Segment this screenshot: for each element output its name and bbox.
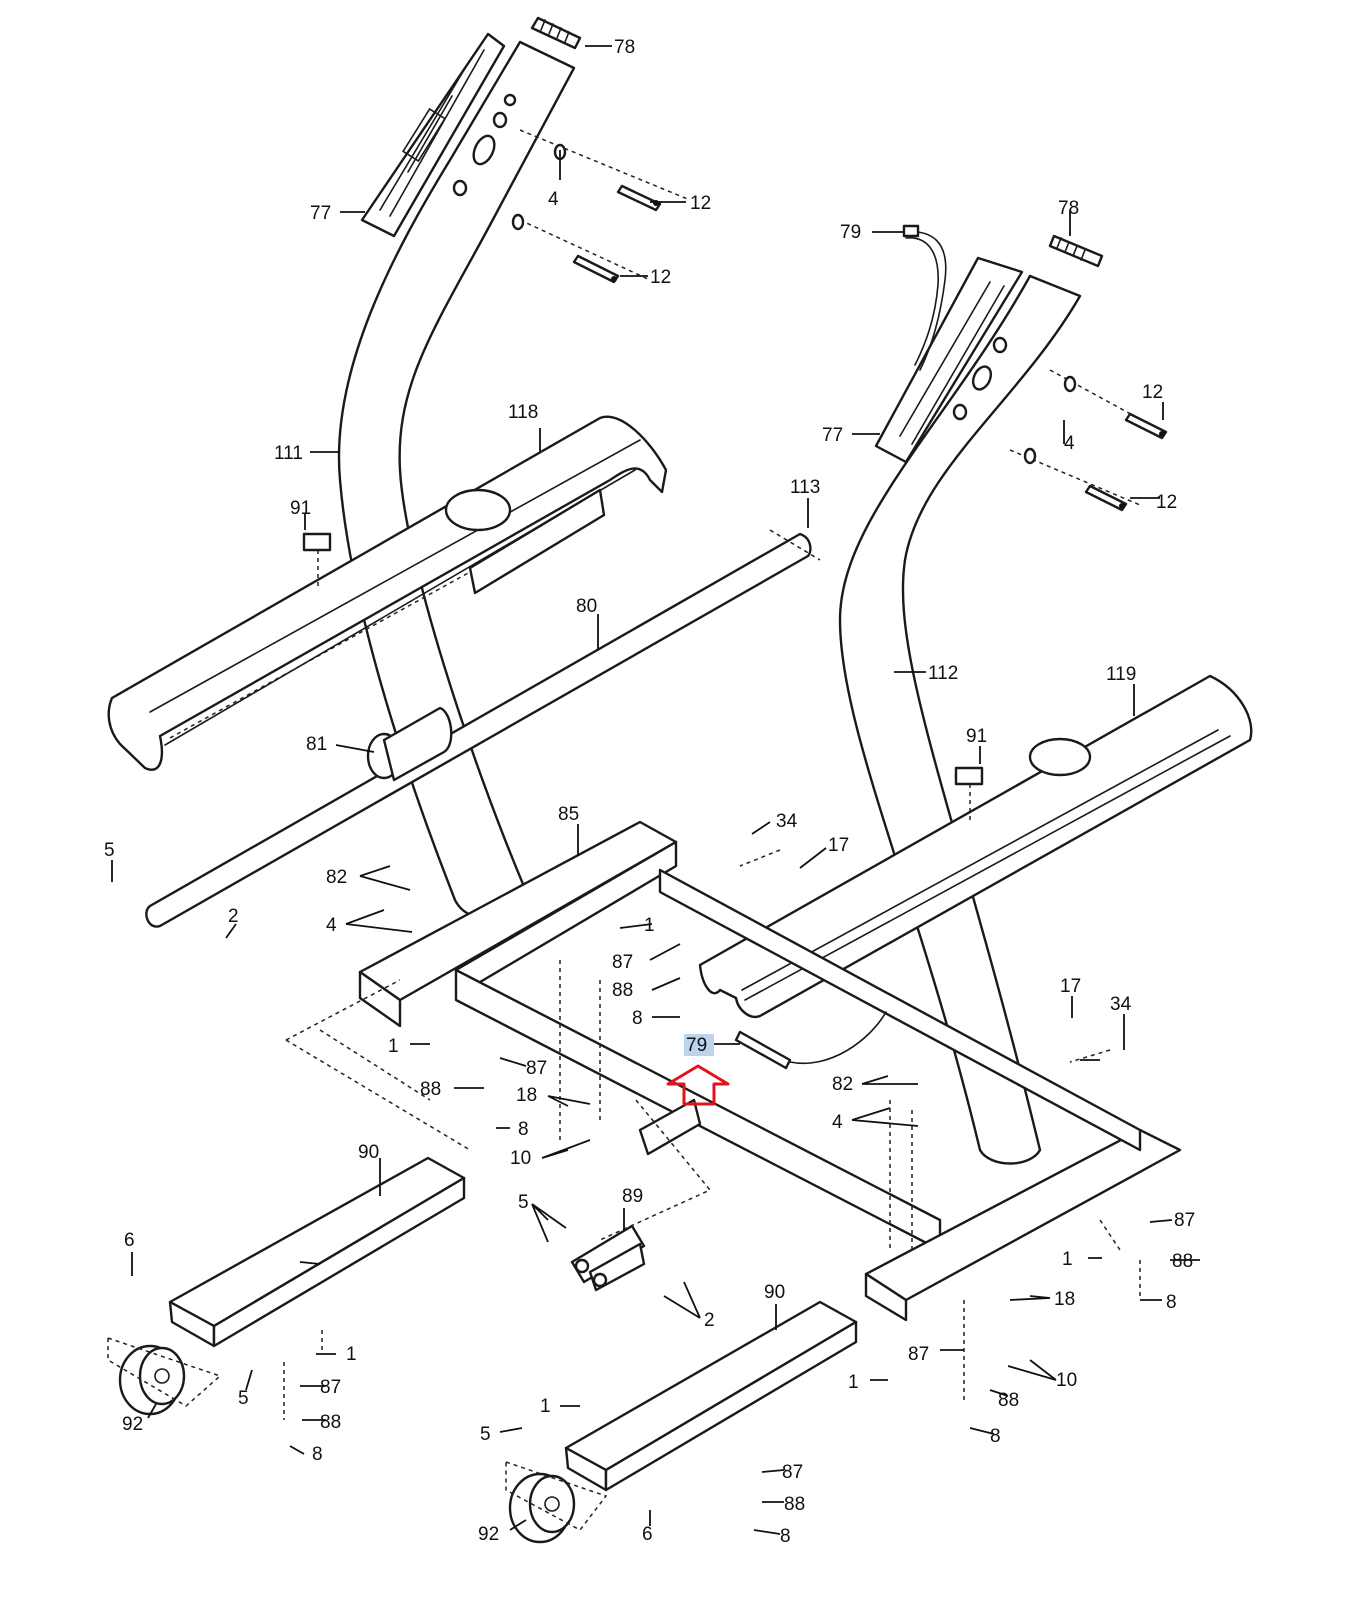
callout-91: 91: [290, 498, 311, 519]
callout-5: 5: [238, 1388, 249, 1409]
left-console-bracket-77: [360, 32, 506, 238]
callout-88: 88: [1172, 1251, 1193, 1272]
callout-8: 8: [780, 1526, 791, 1547]
callout-2: 2: [228, 906, 239, 927]
callout-85: 85: [558, 804, 579, 825]
callout-88: 88: [420, 1079, 441, 1100]
highlight-box-79: [684, 1034, 714, 1056]
callout-1: 1: [1062, 1249, 1073, 1270]
callout-10: 10: [1056, 1370, 1077, 1391]
decal-91-left: [302, 532, 332, 552]
callout-5: 5: [104, 840, 115, 861]
front-leg-90-right: [564, 1300, 858, 1492]
bushing-81: [366, 706, 453, 782]
callout-6: 6: [124, 1230, 135, 1251]
callout-1: 1: [848, 1372, 859, 1393]
callout-12: 12: [650, 267, 671, 288]
callout-8: 8: [990, 1426, 1001, 1447]
callout-78: 78: [1058, 198, 1079, 219]
front-leg-90-left: [168, 1156, 466, 1348]
callout-90: 90: [358, 1142, 379, 1163]
callout-77: 77: [822, 425, 843, 446]
callout-1: 1: [388, 1036, 399, 1057]
callout-87: 87: [908, 1344, 929, 1365]
callout-88: 88: [998, 1390, 1019, 1411]
callout-12: 12: [1142, 382, 1163, 403]
callout-88: 88: [320, 1412, 341, 1433]
right-console-bracket-77: [874, 256, 1024, 464]
right-handrail-119: [698, 674, 1253, 1019]
callout-87: 87: [1174, 1210, 1195, 1231]
callout-4: 4: [326, 915, 337, 936]
callout-88: 88: [784, 1494, 805, 1515]
callout-4: 4: [548, 189, 559, 210]
callout-111: 111: [274, 443, 303, 464]
callout-80: 80: [576, 596, 597, 617]
callout-18: 18: [1054, 1289, 1075, 1310]
callout-92: 92: [478, 1524, 499, 1545]
callout-89: 89: [622, 1186, 643, 1207]
callout-5: 5: [480, 1424, 491, 1445]
callout-8: 8: [1166, 1292, 1177, 1313]
callout-4: 4: [1064, 433, 1075, 454]
callout-8: 8: [312, 1444, 323, 1465]
callout-1: 1: [346, 1344, 357, 1365]
callout-79-highlighted: 79: [686, 1035, 707, 1056]
callout-113: 113: [790, 477, 820, 498]
callout-12: 12: [690, 193, 711, 214]
callout-12: 12: [1156, 492, 1177, 513]
callout-81: 81: [306, 734, 327, 755]
callout-87: 87: [612, 952, 633, 973]
callout-118: 118: [508, 402, 538, 423]
callout-119: 119: [1106, 664, 1136, 685]
callout-90: 90: [764, 1282, 785, 1303]
callout-91: 91: [966, 726, 987, 747]
wire-harness-79-lower: [734, 1011, 887, 1070]
callout-87: 87: [526, 1058, 547, 1079]
decal-91-right: [954, 766, 984, 786]
callout-88: 88: [612, 980, 633, 1001]
end-cap-78-top: [530, 16, 582, 50]
callout-labels: 78 77 4 12 12 79 78 12 4 77 12 118 111 9…: [104, 37, 1200, 1547]
upper-right-fasteners: [1009, 369, 1168, 512]
callout-17: 17: [828, 835, 849, 856]
callout-78: 78: [614, 37, 635, 58]
callout-18: 18: [516, 1085, 537, 1106]
callout-5: 5: [518, 1192, 529, 1213]
callout-4: 4: [832, 1112, 843, 1133]
wire-harness-79-top: [902, 224, 947, 371]
callout-10: 10: [510, 1148, 531, 1169]
crossbar-80: [145, 529, 821, 928]
callout-2: 2: [704, 1310, 715, 1331]
callout-8: 8: [632, 1008, 643, 1029]
callout-77: 77: [310, 203, 331, 224]
callout-112: 112: [928, 663, 958, 684]
callout-6: 6: [642, 1524, 653, 1545]
base-frame-85: [358, 820, 1182, 1322]
callout-92: 92: [122, 1414, 143, 1435]
callout-87: 87: [320, 1377, 341, 1398]
callout-8: 8: [518, 1119, 529, 1140]
right-upright-112: [838, 274, 1082, 1165]
wheel-92-left: [118, 1344, 186, 1416]
wheel-92-right: [508, 1472, 576, 1544]
highlight-arrow: [666, 1064, 730, 1106]
callout-34: 34: [1110, 994, 1132, 1015]
callout-87: 87: [782, 1462, 803, 1483]
callout-1: 1: [540, 1396, 551, 1417]
callout-34: 34: [776, 811, 798, 832]
bracket-89: [570, 1224, 646, 1292]
dashed-guides: [107, 849, 1141, 1531]
callout-1: 1: [644, 915, 655, 936]
end-cap-78-right: [1048, 234, 1104, 268]
left-handrail-118: [107, 415, 668, 771]
callout-17: 17: [1060, 976, 1081, 997]
callout-82: 82: [832, 1074, 853, 1095]
callout-82: 82: [326, 867, 347, 888]
callout-79: 79: [840, 222, 861, 243]
upper-left-fasteners: [511, 129, 691, 284]
